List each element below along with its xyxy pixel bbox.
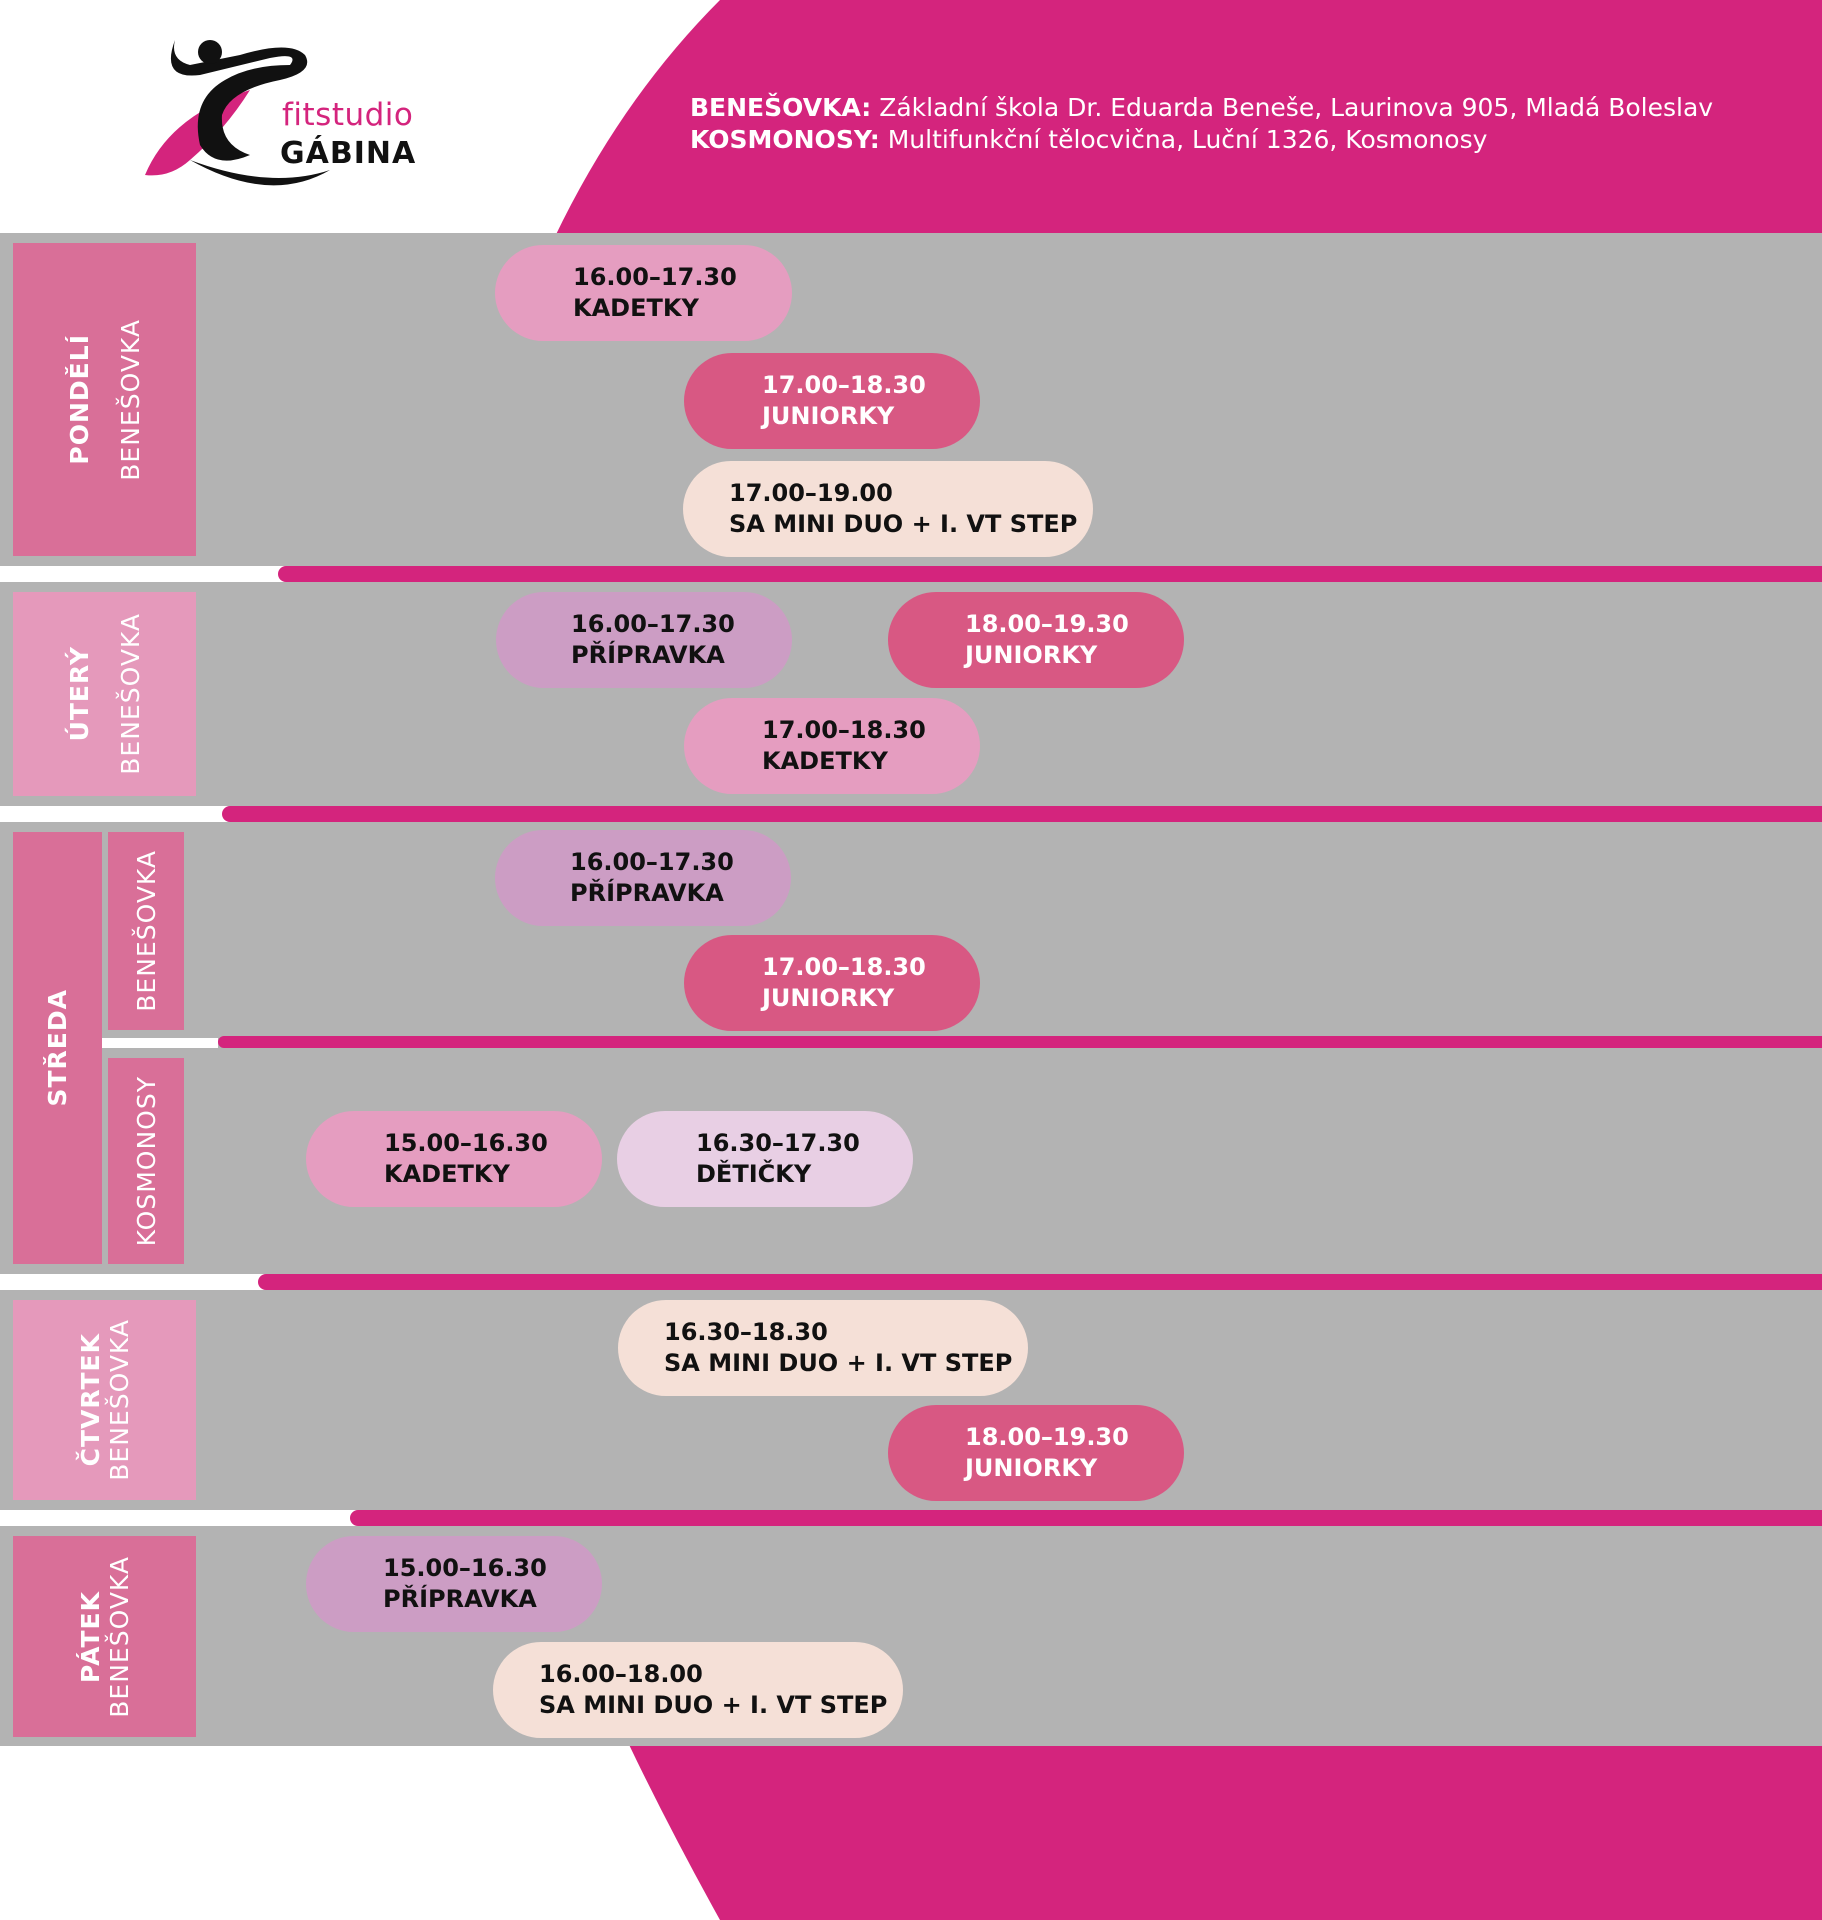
day-row-friday (0, 1526, 1822, 1746)
day-location: BENEŠOVKA (104, 1319, 134, 1481)
session-pill: 16.00–17.30 PŘÍPRAVKA (496, 592, 792, 688)
venue-info: BENEŠOVKA: Základní škola Dr. Eduarda Be… (690, 92, 1713, 156)
day-label-friday: PÁTEK BENEŠOVKA (13, 1536, 196, 1737)
venue-detail-1: Základní škola Dr. Eduarda Beneše, Lauri… (879, 93, 1714, 122)
session-time: 15.00–16.30 (384, 1129, 548, 1157)
session-pill: 17.00–18.30 JUNIORKY (684, 353, 980, 449)
session-group: SA MINI DUO + I. VT STEP (539, 1691, 888, 1719)
session-pill: 16.30–17.30 DĚTIČKY (617, 1111, 913, 1207)
session-group: JUNIORKY (762, 402, 895, 430)
separator-bar (258, 1274, 1822, 1290)
session-pill: 17.00–19.00 SA MINI DUO + I. VT STEP (683, 461, 1093, 557)
separator-bar (218, 1036, 1822, 1048)
session-time: 17.00–19.00 (729, 479, 893, 507)
session-group: KADETKY (573, 294, 699, 322)
location-label-kosmonosy: KOSMONOSY (108, 1058, 184, 1264)
day-location: KOSMONOSY (131, 1075, 161, 1247)
session-time: 17.00–18.30 (762, 953, 926, 981)
session-group: PŘÍPRAVKA (383, 1585, 537, 1613)
session-pill: 18.00–19.30 JUNIORKY (888, 1405, 1184, 1501)
venue-name-1: BENEŠOVKA: (690, 93, 872, 122)
dancer-logo-icon (145, 40, 330, 186)
session-time: 18.00–19.30 (965, 610, 1129, 638)
venue-line-1: BENEŠOVKA: Základní škola Dr. Eduarda Be… (690, 92, 1713, 124)
session-time: 16.00–17.30 (570, 848, 734, 876)
brand-logo: fitstudio GÁBINA (130, 20, 420, 190)
session-pill: 16.00–17.30 PŘÍPRAVKA (495, 830, 791, 926)
day-label-wednesday: STŘEDA (13, 832, 102, 1264)
brand-line2: GÁBINA (280, 136, 417, 171)
inner-gap (102, 1038, 218, 1048)
day-location: BENEŠOVKA (131, 850, 161, 1012)
session-time: 17.00–18.30 (762, 716, 926, 744)
session-pill: 15.00–16.30 PŘÍPRAVKA (306, 1536, 602, 1632)
session-group: DĚTIČKY (696, 1160, 812, 1188)
session-time: 16.00–17.30 (571, 610, 735, 638)
session-group: PŘÍPRAVKA (571, 641, 725, 669)
venue-name-2: KOSMONOSY: (690, 125, 880, 154)
session-group: JUNIORKY (965, 641, 1098, 669)
session-group: JUNIORKY (762, 984, 895, 1012)
session-time: 16.30–17.30 (696, 1129, 860, 1157)
day-location: BENEŠOVKA (104, 1555, 134, 1718)
location-label-benesovka: BENEŠOVKA (108, 832, 184, 1030)
session-time: 18.00–19.30 (965, 1423, 1129, 1451)
session-pill: 16.00–17.30 KADETKY (495, 245, 792, 341)
venue-detail-2: Multifunkční tělocvična, Luční 1326, Kos… (887, 125, 1488, 154)
session-pill: 17.00–18.30 KADETKY (684, 698, 980, 794)
day-name: PÁTEK (75, 1590, 105, 1683)
session-pill: 16.30–18.30 SA MINI DUO + I. VT STEP (618, 1300, 1028, 1396)
day-name: STŘEDA (43, 989, 72, 1107)
day-row-wednesday (0, 822, 1822, 1274)
day-label-tuesday: ÚTERÝ BENEŠOVKA (13, 592, 196, 796)
brand-line1: fitstudio (282, 97, 414, 133)
separator-bar (350, 1510, 1822, 1526)
session-pill: 16.00–18.00 SA MINI DUO + I. VT STEP (493, 1642, 903, 1738)
day-location: BENEŠOVKA (115, 318, 145, 481)
session-group: SA MINI DUO + I. VT STEP (729, 510, 1078, 538)
session-group: JUNIORKY (965, 1454, 1098, 1482)
session-time: 17.00–18.30 (762, 371, 926, 399)
day-label-monday: PONDĚLÍ BENEŠOVKA (13, 243, 196, 556)
day-name: PONDĚLÍ (64, 334, 94, 465)
day-label-thursday: ČTVRTEK BENEŠOVKA (13, 1300, 196, 1500)
day-name: ÚTERÝ (64, 646, 94, 742)
separator-bar (278, 566, 1822, 582)
session-time: 16.30–18.30 (664, 1318, 828, 1346)
session-pill: 18.00–19.30 JUNIORKY (888, 592, 1184, 688)
session-time: 15.00–16.30 (383, 1554, 547, 1582)
session-pill: 15.00–16.30 KADETKY (306, 1111, 602, 1207)
session-group: KADETKY (762, 747, 888, 775)
day-name: ČTVRTEK (75, 1333, 105, 1467)
session-group: PŘÍPRAVKA (570, 879, 724, 907)
session-time: 16.00–17.30 (573, 263, 737, 291)
venue-line-2: KOSMONOSY: Multifunkční tělocvična, Lučn… (690, 124, 1713, 156)
session-pill: 17.00–18.30 JUNIORKY (684, 935, 980, 1031)
session-group: KADETKY (384, 1160, 510, 1188)
day-location: BENEŠOVKA (115, 613, 145, 775)
separator-bar (222, 806, 1822, 822)
session-time: 16.00–18.00 (539, 1660, 703, 1688)
session-group: SA MINI DUO + I. VT STEP (664, 1349, 1013, 1377)
